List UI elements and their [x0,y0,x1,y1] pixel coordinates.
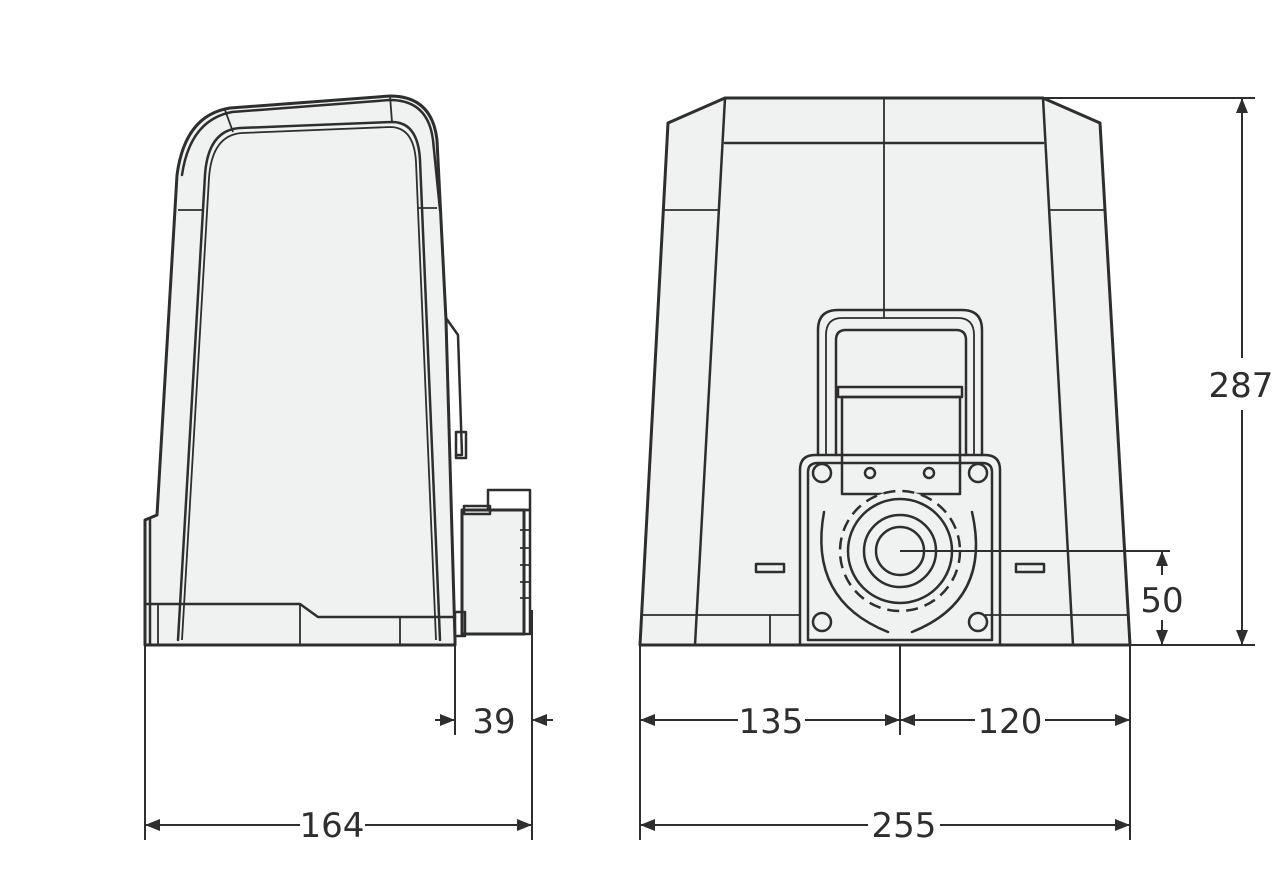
dim-164: 164 [300,806,365,846]
dim-287: 287 [1209,366,1274,406]
side-cap-inner-line [180,98,442,212]
front-view [638,96,1132,647]
dim-39: 39 [472,702,515,742]
dim-255: 255 [872,806,937,846]
side-inner-panel [176,120,442,642]
dimension-lines [144,97,1255,840]
dim-50: 50 [1140,581,1183,621]
side-base-band [143,602,457,619]
front-slot-right [1014,562,1046,574]
side-view [143,94,532,647]
dimension-labels: 164 39 255 135 120 287 50 [300,366,1274,846]
dim-120: 120 [978,702,1043,742]
side-bolt-upper [454,430,468,460]
gearbox-plate [798,453,1002,647]
release-hatch [816,308,984,496]
dim-135: 135 [739,702,804,742]
side-housing [143,94,457,647]
side-motor-box [453,488,532,638]
front-slot-left [754,562,786,574]
